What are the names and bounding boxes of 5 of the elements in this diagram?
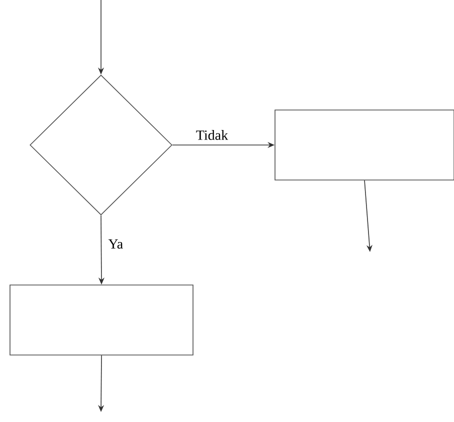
edge-label: Tidak bbox=[194, 129, 230, 141]
process-box bbox=[10, 284, 194, 356]
process-box bbox=[274, 110, 454, 180]
decision-diamond bbox=[30, 74, 172, 216]
edge-label: Ya bbox=[107, 238, 124, 250]
